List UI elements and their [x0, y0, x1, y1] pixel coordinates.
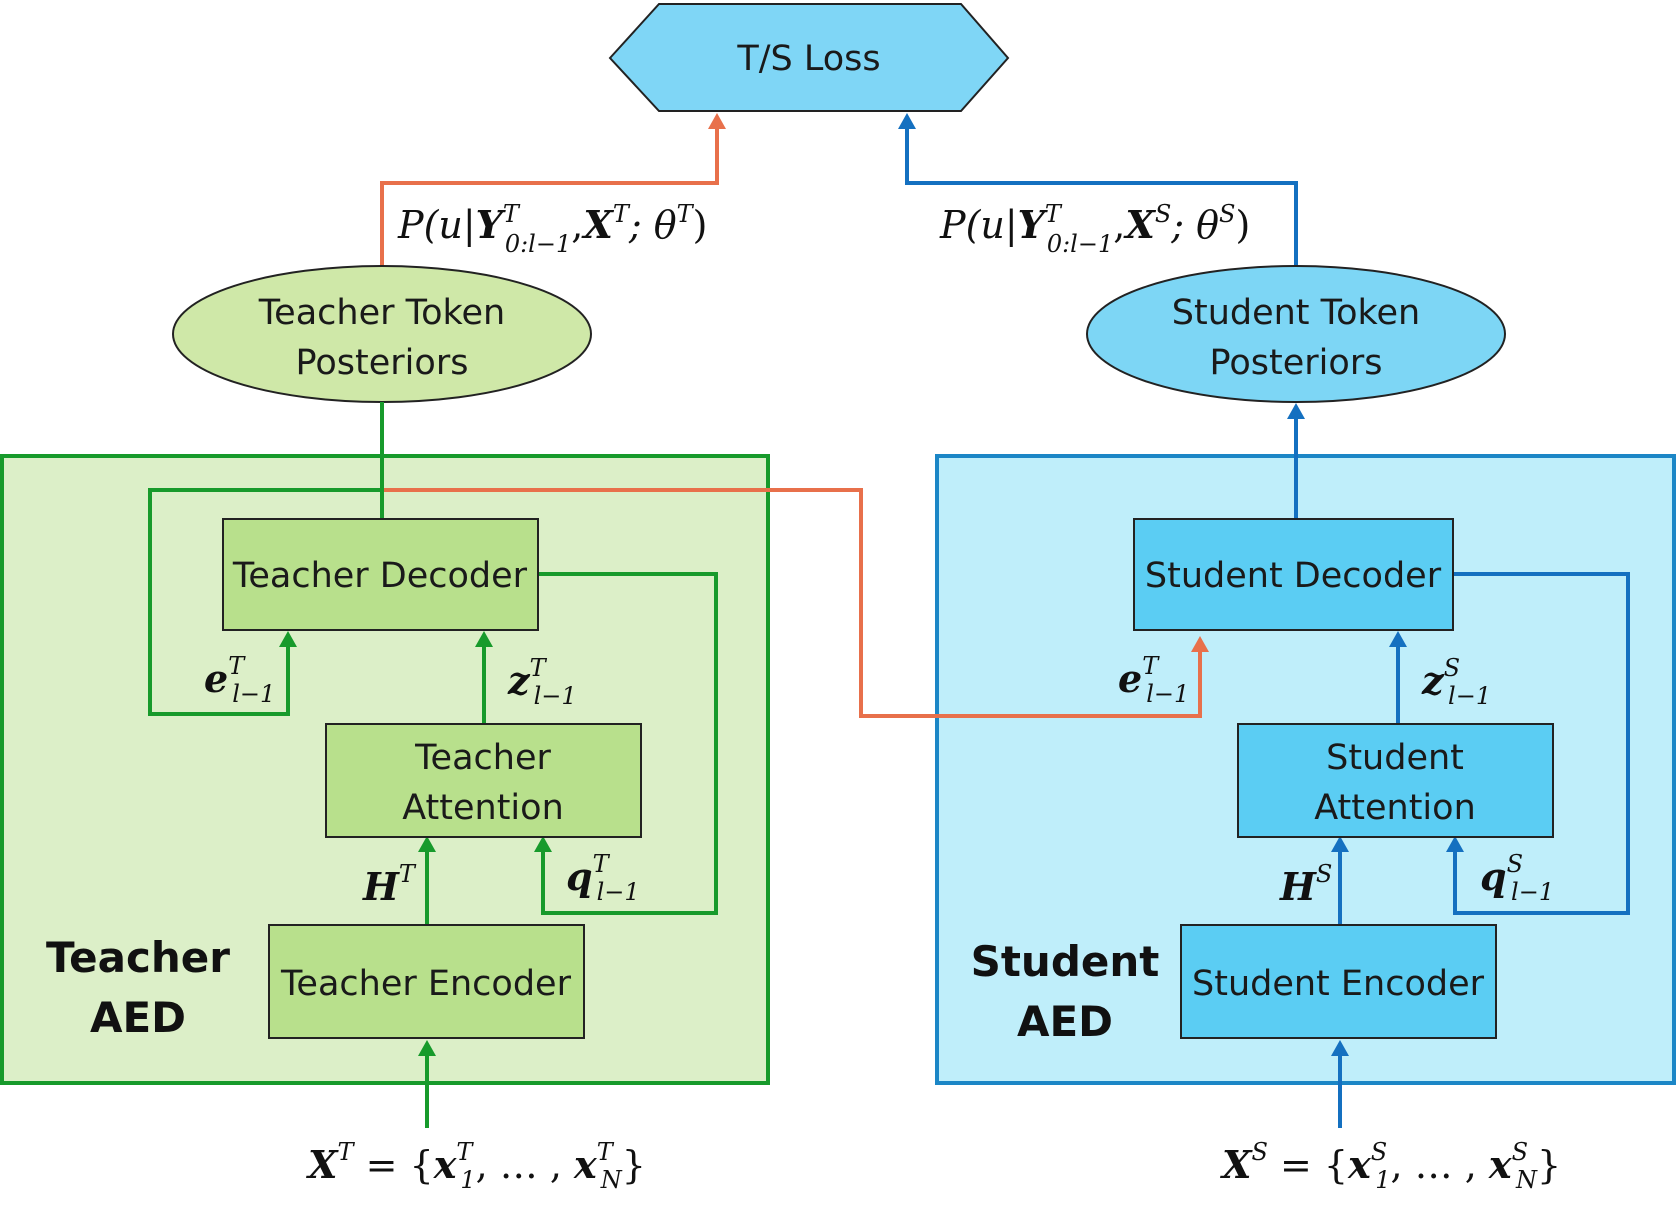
teacher-h-label: HT [362, 860, 417, 909]
student-encoder-block [1180, 924, 1497, 1039]
student-attention-line2: Attention [1314, 788, 1476, 828]
student-attention-block [1237, 723, 1554, 838]
teacher-aed-line2: AED [90, 993, 186, 1042]
teacher-loss-connector [380, 127, 719, 268]
student-h-label: HS [1279, 860, 1332, 909]
teacher-posteriors-line1: Teacher Token [258, 293, 505, 333]
arrowhead-teacher-x [418, 1040, 436, 1056]
arrowhead-teacher-z [475, 631, 493, 647]
student-encoder-label: Student Encoder [1192, 964, 1485, 1004]
arrowhead-student-loss [898, 113, 916, 129]
student-posteriors-line1: Student Token [1172, 293, 1421, 333]
student-aed-line1: Student [971, 937, 1160, 986]
ts-loss-label: T/S Loss [736, 39, 880, 79]
arrowhead-teacher-h [418, 836, 436, 852]
arrowhead-student-q [1446, 836, 1464, 852]
arrowhead-student-h [1331, 836, 1349, 852]
student-posteriors-ellipse [1086, 265, 1506, 403]
arrowhead-teacher-e [279, 631, 297, 647]
teacher-green-lines [148, 402, 718, 1128]
student-aed-line2: AED [1017, 997, 1113, 1046]
teacher-encoder-block [268, 924, 585, 1039]
teacher-posteriors-line2: Posteriors [296, 343, 469, 383]
arrowhead-student-z [1389, 631, 1407, 647]
student-loss-connector [905, 127, 1298, 268]
teacher-encoder-label: Teacher Encoder [280, 964, 572, 1004]
teacher-aed-line1: Teacher [46, 933, 230, 982]
teacher-to-student-e-connector [382, 488, 1202, 718]
arrowhead-teacher-loss [708, 113, 726, 129]
arrowhead-teacher-q [534, 836, 552, 852]
student-blue-lines [1294, 417, 1630, 1128]
teacher-attention-block [325, 723, 642, 838]
teacher-attention-line1: Teacher [414, 738, 551, 778]
arrowhead-student-e [1191, 636, 1209, 652]
student-posteriors-line2: Posteriors [1210, 343, 1383, 383]
student-decoder-label: Student Decoder [1145, 556, 1442, 596]
arrowhead-student-x [1331, 1040, 1349, 1056]
arrowhead-student-posteriors [1287, 403, 1305, 419]
teacher-attention-line2: Attention [402, 788, 564, 828]
teacher-decoder-label: Teacher Decoder [232, 556, 528, 596]
student-attention-line1: Student [1326, 738, 1464, 778]
ts-loss-node [608, 3, 1010, 112]
student-decoder-block [1133, 518, 1454, 631]
teacher-decoder-block [222, 518, 539, 631]
